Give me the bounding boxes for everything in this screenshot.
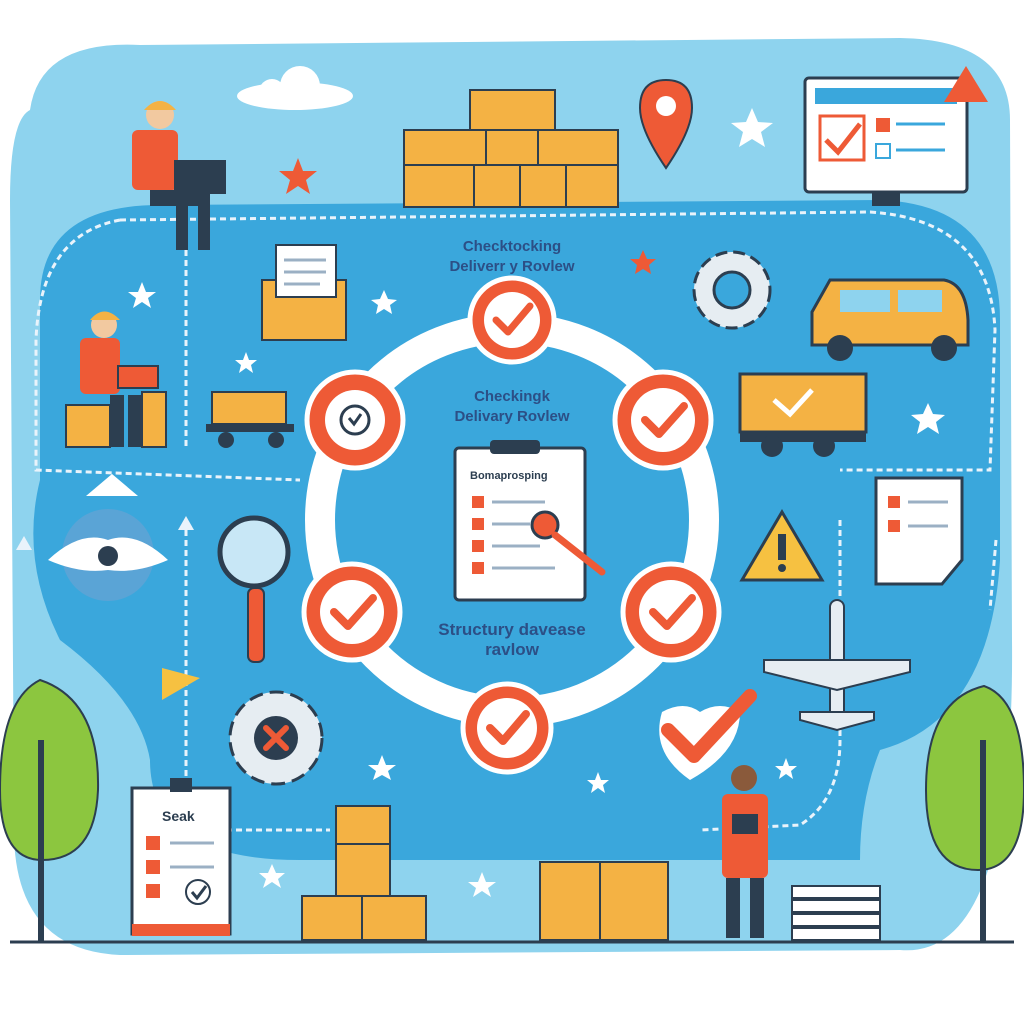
laptop-icon	[174, 160, 226, 194]
van-icon	[810, 278, 970, 361]
cloud-icon	[237, 66, 353, 110]
arrow-icon	[178, 516, 194, 530]
location-pin-icon	[638, 78, 694, 170]
worker-icon	[132, 101, 226, 250]
top-label-line2: Deliverr y Rovlew	[449, 258, 575, 275]
truck-icon	[738, 372, 868, 457]
top-label-line1: Checktocking	[462, 238, 562, 255]
x-mark-icon	[263, 725, 289, 751]
box-icon	[301, 805, 669, 941]
gear-icon	[48, 509, 168, 601]
magnifier-icon	[217, 515, 291, 663]
checkmark-icon	[659, 689, 757, 780]
arrow-icon	[86, 474, 138, 496]
star-icon	[279, 158, 656, 274]
tree-icon	[0, 678, 100, 942]
tree-icon	[924, 684, 1024, 942]
gear-icon	[228, 690, 324, 786]
arrow-icon	[16, 536, 32, 550]
checkmark-badge[interactable]	[460, 681, 554, 775]
cart-icon	[206, 391, 294, 448]
warning-icon	[944, 66, 988, 102]
clipboard-icon	[453, 440, 587, 602]
worker-icon	[722, 765, 768, 938]
warning-icon	[739, 509, 825, 582]
worker-icon	[65, 311, 167, 448]
clock-icon	[339, 404, 371, 436]
star-icon	[128, 108, 945, 897]
monitor-icon	[803, 66, 988, 206]
box-icon	[261, 244, 347, 341]
gear-icon	[692, 250, 772, 330]
magnifier-icon	[530, 510, 606, 576]
checkmark-badge[interactable]	[467, 275, 557, 365]
bottom-label-line1: Structury davease	[438, 620, 586, 639]
arrow-icon	[162, 668, 200, 700]
box-icon	[403, 89, 619, 208]
clock-badge[interactable]	[304, 369, 406, 471]
clipboard-icon	[130, 778, 232, 936]
document-icon	[874, 476, 964, 586]
bottom-label-line2: ravlow	[485, 640, 539, 659]
clipboard-header: Bomaprosping	[470, 470, 548, 482]
checkmark-badge[interactable]	[620, 561, 722, 663]
checkmark-badge[interactable]	[612, 369, 714, 471]
center-label-line1: Checkingk	[474, 388, 550, 405]
checkmark-badge[interactable]	[301, 561, 403, 663]
center-label-line2: Delivary Rovlew	[454, 408, 570, 425]
paper-stack-icon	[791, 885, 881, 941]
laptop-icon	[117, 365, 159, 389]
left-clipboard-title: Seak	[162, 808, 195, 824]
airplane-icon	[763, 599, 911, 732]
